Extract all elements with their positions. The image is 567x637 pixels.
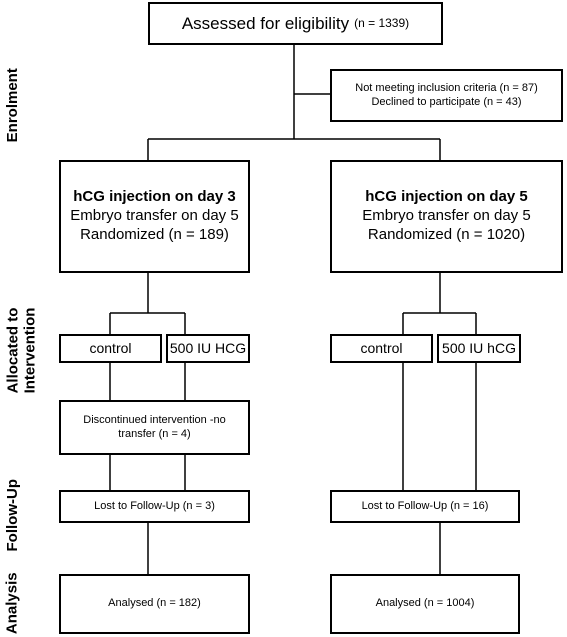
arm-day3-discontinued-line2: transfer (n = 4) <box>118 427 191 440</box>
arm-day3-lost-box: Lost to Follow-Up (n = 3) <box>59 490 250 523</box>
section-label-allocated-line2: Intervention <box>21 307 38 393</box>
section-label-allocated: Allocated to Intervention <box>0 290 44 410</box>
arm-day3-hcg-box: 500 IU HCG <box>166 334 250 363</box>
arm-day3-lost-label: Lost to Follow-Up (n = 3) <box>94 499 215 512</box>
arm-day3-discontinued-box: Discontinued intervention -no transfer (… <box>59 400 250 455</box>
arm-day3-line2: Embryo transfer on day 5 <box>70 207 239 225</box>
arm-day5-lost-box: Lost to Follow-Up (n = 16) <box>330 490 520 523</box>
arm-day5-analysed-box: Analysed (n = 1004) <box>330 574 520 634</box>
arm-day5-line2: Embryo transfer on day 5 <box>362 207 531 225</box>
arm-day3-discontinued-line1: Discontinued intervention -no <box>83 413 226 426</box>
section-label-followup: Follow-Up <box>3 478 21 552</box>
section-label-allocated-line1: Allocated to <box>4 307 22 393</box>
arm-day5-hcg-box: 500 IU hCG <box>437 334 521 363</box>
section-label-enrolment: Enrolment <box>3 67 21 143</box>
arm-day3-control-label: control <box>89 339 132 356</box>
assessed-box: Assessed for eligibility (n = 1339) <box>148 2 443 45</box>
excluded-line2: Declined to participate (n = 43) <box>371 95 522 108</box>
assessed-label: Assessed for eligibility <box>181 13 350 33</box>
arm-day5-box: hCG injection on day 5 Embryo transfer o… <box>330 160 563 273</box>
arm-day5-line3: Randomized (n = 1020) <box>367 225 526 243</box>
section-label-analysis: Analysis <box>3 572 21 635</box>
arm-day5-lost-label: Lost to Follow-Up (n = 16) <box>361 499 489 512</box>
arm-day3-line3: Randomized (n = 189) <box>80 225 229 243</box>
assessed-count: (n = 1339) <box>354 16 410 30</box>
arm-day3-analysed-box: Analysed (n = 182) <box>59 574 250 634</box>
excluded-box: Not meeting inclusion criteria (n = 87) … <box>330 69 563 122</box>
arm-day3-control-box: control <box>59 334 162 363</box>
arm-day3-box: hCG injection on day 3 Embryo transfer o… <box>59 160 250 273</box>
arm-day3-title: hCG injection on day 3 <box>73 188 236 206</box>
excluded-line1: Not meeting inclusion criteria (n = 87) <box>355 81 538 94</box>
arm-day5-control-label: control <box>360 339 403 356</box>
arm-day5-title: hCG injection on day 5 <box>365 188 528 206</box>
arm-day5-hcg-label: 500 IU hCG <box>442 339 516 356</box>
arm-day5-analysed-label: Analysed (n = 1004) <box>375 597 475 610</box>
arm-day5-control-box: control <box>330 334 433 363</box>
arm-day3-hcg-label: 500 IU HCG <box>169 339 247 356</box>
arm-day3-analysed-label: Analysed (n = 182) <box>108 597 201 610</box>
